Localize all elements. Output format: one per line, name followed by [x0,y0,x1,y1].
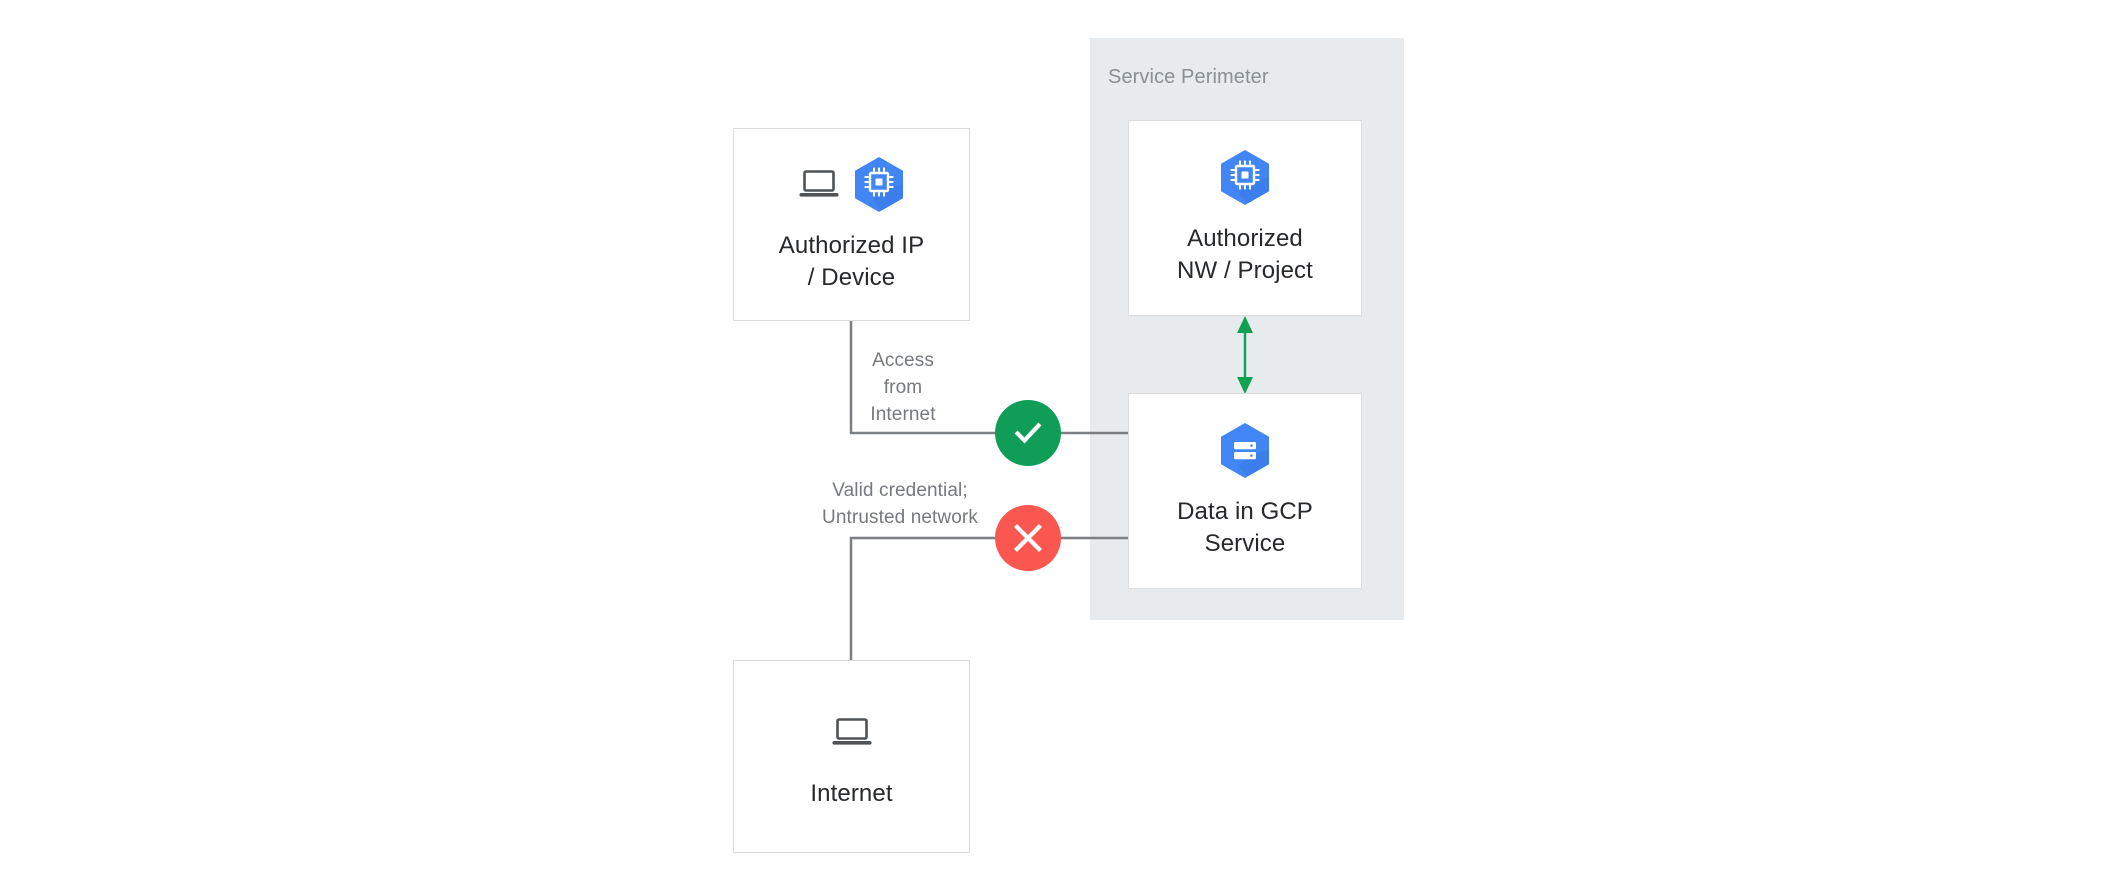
node-data-in-gcp-service[interactable]: Data in GCP Service [1128,393,1362,589]
wire-internet-to-data [849,536,1000,660]
node-icon-group [1219,422,1271,479]
node-authorized-nw-project[interactable]: Authorized NW / Project [1128,120,1362,316]
node-icon-group [799,156,905,212]
node-icon-group [832,704,872,760]
node-label-authorized-ip-device: Authorized IP / Device [778,231,925,291]
edge-label-valid-credential-untrusted-network: Valid credential; Untrusted network [822,480,978,528]
node-internet[interactable]: Internet [733,660,970,853]
service-perimeter-label: Service Perimeter [1108,66,1269,88]
node-icon-group [1219,149,1271,206]
status-badge-allowed[interactable] [995,400,1061,466]
compute-engine-hexagon-icon [1219,149,1271,206]
check-icon [1010,415,1046,451]
edge-label-access-from-internet: Access from Internet [870,350,936,425]
close-icon [1011,521,1045,555]
node-label-authorized-nw-project: Authorized NW / Project [1177,225,1313,284]
node-label-data-in-gcp-service: Data in GCP Service [1177,498,1313,557]
laptop-icon [832,717,872,747]
compute-engine-hexagon-icon [853,156,905,212]
database-hexagon-icon [1219,422,1271,479]
status-badge-denied[interactable] [995,505,1061,571]
laptop-icon [799,169,839,199]
node-authorized-ip-device[interactable]: Authorized IP / Device [733,128,970,321]
node-label-internet: Internet [810,779,893,807]
